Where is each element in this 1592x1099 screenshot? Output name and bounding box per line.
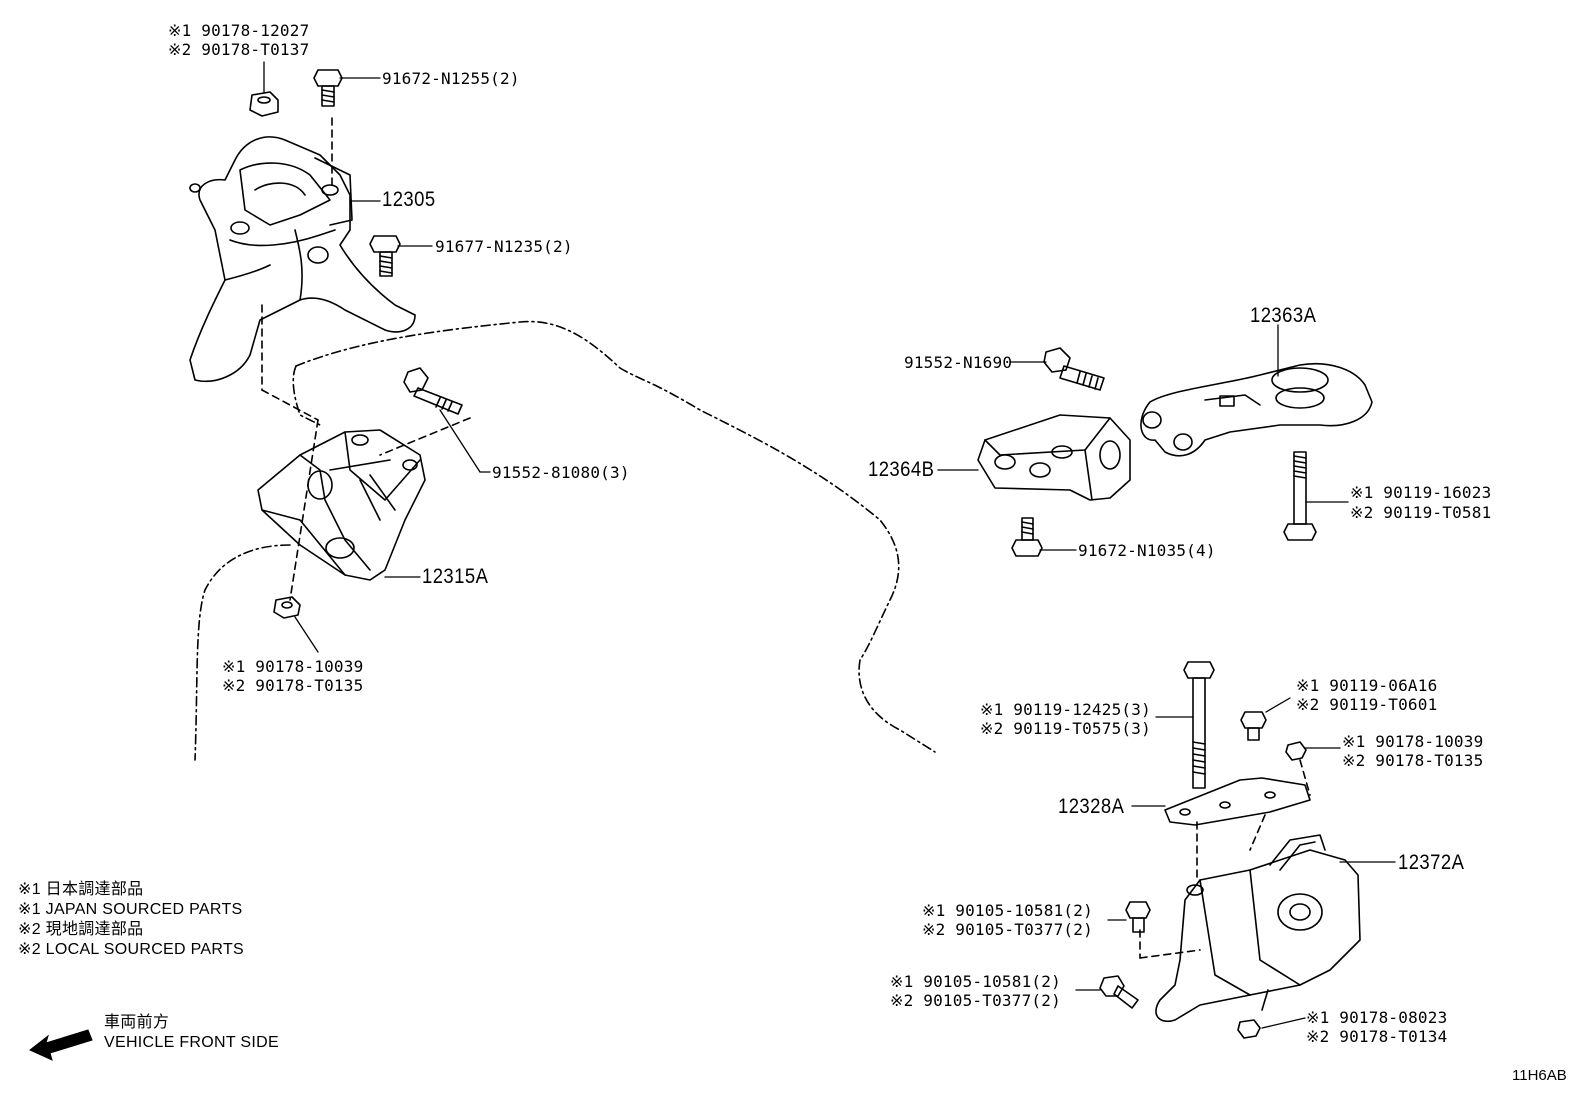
engine-outline-lower bbox=[194, 544, 291, 761]
callout-bolt-06a16-local: ※2 90119-T0601 bbox=[1296, 695, 1438, 714]
alignment-lines bbox=[261, 117, 1311, 959]
callout-bolt-91677-n1235: 91677-N1235(2) bbox=[435, 237, 573, 256]
part-12364B-drawing bbox=[977, 414, 1131, 501]
direction-label-jp: 車両前方 bbox=[104, 1014, 170, 1031]
bolt-91672-N1035-drawing bbox=[1011, 517, 1043, 557]
callout-nut-08023-japan: ※1 90178-08023 bbox=[1306, 1008, 1448, 1027]
nut-90178-10039-right-drawing bbox=[1285, 741, 1307, 761]
legend-line-japan-jp: ※1 日本調達部品 bbox=[18, 881, 144, 898]
bolt-90105-10581-lower-drawing bbox=[1099, 975, 1139, 1009]
callout-part-12363a: 12363A bbox=[1250, 304, 1317, 327]
callout-bolt-91552-81080: 91552-81080(3) bbox=[492, 463, 630, 482]
legend-line-japan-en: ※1 JAPAN SOURCED PARTS bbox=[18, 901, 243, 918]
callout-part-12328a: 12328A bbox=[1058, 795, 1125, 818]
bolt-90119-16023-drawing bbox=[1283, 451, 1317, 541]
bolt-91672-N1255-drawing bbox=[313, 69, 343, 107]
bolt-91677-N1235-drawing bbox=[369, 235, 401, 277]
bolt-90105-10581-upper-drawing bbox=[1125, 901, 1151, 933]
part-12315A-drawing bbox=[257, 429, 426, 581]
callout-nut-right-japan: ※1 90178-10039 bbox=[1342, 732, 1484, 751]
callout-bolt-91552-n1690: 91552-N1690 bbox=[904, 353, 1013, 372]
callout-nut-right-local: ※2 90178-T0135 bbox=[1342, 751, 1484, 770]
bolt-91552-81080-drawing bbox=[403, 367, 463, 415]
callout-part-12305: 12305 bbox=[382, 188, 436, 211]
diagram-reference-code: 11H6AB bbox=[1512, 1067, 1567, 1084]
vehicle-front-arrow bbox=[29, 1029, 93, 1061]
part-12328A-drawing bbox=[1164, 777, 1311, 826]
callout-bolt-10581-upper-japan: ※1 90105-10581(2) bbox=[922, 901, 1093, 920]
nut-90178-10039-drawing bbox=[273, 596, 301, 619]
callout-bolt-12425-japan: ※1 90119-12425(3) bbox=[980, 700, 1151, 719]
bolt-90119-06A16-drawing bbox=[1240, 711, 1267, 741]
callout-nut-top-japan: ※1 90178-12027 bbox=[168, 21, 310, 40]
callout-nut-top-local: ※2 90178-T0137 bbox=[168, 40, 310, 59]
callout-bolt-10581-upper-local: ※2 90105-T0377(2) bbox=[922, 920, 1093, 939]
part-12372A-drawing bbox=[1155, 834, 1361, 1022]
callout-bolt-10581-lower-japan: ※1 90105-10581(2) bbox=[890, 972, 1061, 991]
engine-outline-left bbox=[292, 365, 321, 426]
nut-90178-08023-drawing bbox=[1237, 1019, 1261, 1039]
part-12363A-drawing bbox=[1140, 362, 1373, 457]
callout-bolt-91672-n1255: 91672-N1255(2) bbox=[382, 69, 520, 88]
callout-bolt-16023-japan: ※1 90119-16023 bbox=[1350, 483, 1492, 502]
bolt-90119-12425-drawing bbox=[1183, 661, 1215, 789]
callout-nut-left-japan: ※1 90178-10039 bbox=[222, 657, 364, 676]
callout-bolt-10581-lower-local: ※2 90105-T0377(2) bbox=[890, 991, 1061, 1010]
legend-line-local-en: ※2 LOCAL SOURCED PARTS bbox=[18, 941, 244, 958]
callout-bolt-91672-n1035: 91672-N1035(4) bbox=[1078, 541, 1216, 560]
legend-line-local-jp: ※2 現地調達部品 bbox=[18, 921, 144, 938]
callout-bolt-12425-local: ※2 90119-T0575(3) bbox=[980, 719, 1151, 738]
engine-outline bbox=[295, 320, 936, 753]
callout-bolt-16023-local: ※2 90119-T0581 bbox=[1350, 503, 1492, 522]
callout-part-12315a: 12315A bbox=[422, 565, 489, 588]
callout-part-12372a: 12372A bbox=[1398, 851, 1465, 874]
leader-lines bbox=[263, 61, 1396, 1029]
callout-nut-08023-local: ※2 90178-T0134 bbox=[1306, 1027, 1448, 1046]
callout-nut-left-local: ※2 90178-T0135 bbox=[222, 676, 364, 695]
bolt-91552-N1690-drawing bbox=[1043, 347, 1105, 391]
callout-part-12364b: 12364B bbox=[868, 458, 935, 481]
direction-label-en: VEHICLE FRONT SIDE bbox=[104, 1034, 279, 1051]
part-12305-drawing bbox=[189, 136, 416, 382]
callout-bolt-06a16-japan: ※1 90119-06A16 bbox=[1296, 676, 1438, 695]
nut-90178-12027-drawing bbox=[249, 91, 279, 117]
